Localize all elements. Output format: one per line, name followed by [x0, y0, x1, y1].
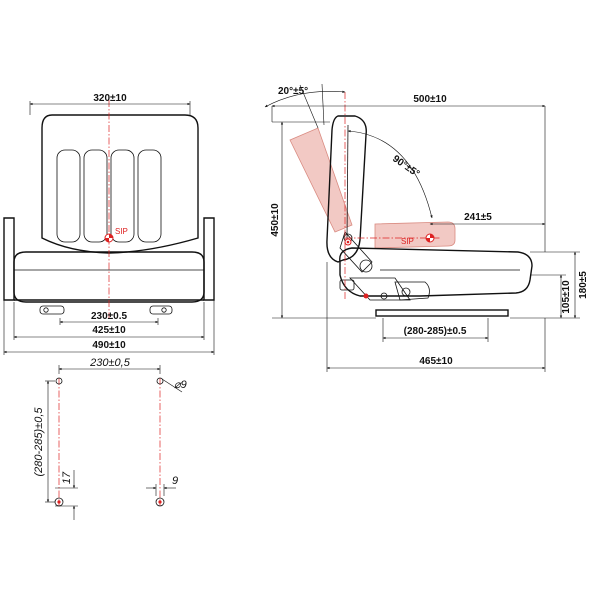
mount-bolt-right — [155, 497, 165, 507]
front-sip-label: SIP — [115, 227, 128, 236]
side-depth-total-label: 500±10 — [413, 94, 447, 105]
mount-slot-length-label: (280-285)±0,5 — [33, 407, 45, 477]
front-mount-bolt-right — [149, 305, 173, 315]
back-angle-label: 90°±5° — [390, 153, 421, 179]
front-width-top-label: 320±10 — [93, 93, 127, 104]
mount-spacing-label: 230±0,5 — [89, 357, 131, 369]
seat-height-label: 180±5 — [578, 271, 589, 299]
mount-offset-label: 17 — [61, 471, 73, 484]
side-backrest-outline — [326, 115, 367, 263]
backrest-ribs — [56, 149, 162, 243]
mount-detail: 230±0,5 ⌀9 (280-285)±0,5 17 9 — [33, 357, 187, 520]
front-view: SIP 320±10 230±0.5 425±10 490±10 — [3, 93, 215, 355]
side-pivot-marker — [344, 238, 352, 246]
base-depth-label: 465±10 — [419, 356, 453, 367]
front-seat-cushion — [13, 251, 205, 303]
side-base-rail — [375, 309, 509, 317]
ghost-folded-backrest — [374, 221, 456, 249]
mount-hole-diameter-label: ⌀9 — [174, 379, 187, 391]
front-mount-bolt-left — [39, 305, 65, 315]
rail-bolt-marker — [363, 293, 369, 299]
mount-slot-width-label: 9 — [172, 475, 178, 487]
sip-offset-label: 241±5 — [464, 212, 492, 223]
tilt-angle-label: 20°±5° — [278, 86, 308, 97]
side-height-total-label: 450±10 — [270, 203, 281, 237]
front-rail-width-label: 425±10 — [92, 325, 126, 336]
rail-slot-label: (280-285)±0.5 — [404, 326, 467, 337]
side-sip-marker — [425, 233, 435, 243]
front-bolt-spacing-label: 230±0.5 — [91, 311, 128, 322]
ghost-reclined-backrest — [289, 127, 353, 233]
front-overall-width-label: 490±10 — [92, 340, 126, 351]
front-sip-marker — [104, 233, 114, 243]
side-seat-cushion — [339, 247, 533, 297]
side-sip-label: SIP — [401, 237, 414, 246]
side-view: SIP 20°±5° 90°±5° 500±10 450±10 241±5 18… — [264, 83, 589, 372]
rail-height-label: 105±10 — [561, 280, 572, 314]
